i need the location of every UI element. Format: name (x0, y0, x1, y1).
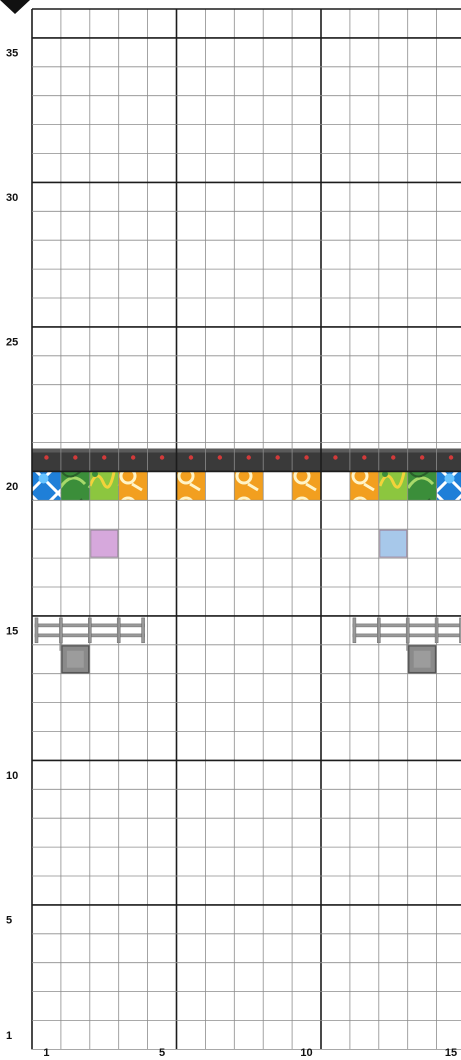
red-dot-icon (73, 455, 77, 459)
right-stone-block (409, 646, 436, 673)
dark-block (234, 449, 263, 472)
red-dot-icon (189, 455, 193, 459)
red-dot-icon (449, 455, 453, 459)
red-dot-icon (44, 455, 48, 459)
y-axis-label: 30 (6, 192, 18, 204)
orange-pattern-block (177, 471, 206, 500)
dark-block (205, 449, 234, 472)
orange-pattern-block (234, 471, 263, 500)
dark-block-top (148, 449, 177, 453)
dark-block (408, 449, 437, 472)
x-axis-label: 5 (159, 1047, 165, 1059)
dark-block (350, 449, 379, 472)
x-axis-label: 15 (445, 1047, 457, 1059)
y-axis-label: 35 (6, 47, 18, 59)
red-dot-icon (160, 455, 164, 459)
x-axis-label: 10 (300, 1047, 312, 1059)
dark-block (437, 449, 461, 472)
red-dot-icon (420, 455, 424, 459)
fence-post (35, 618, 38, 643)
dark-block-top (90, 449, 119, 453)
y-axis-label: 25 (6, 336, 18, 348)
y-axis-label: 1 (6, 1030, 12, 1042)
dark-block (90, 449, 119, 472)
dark-block-top (32, 449, 61, 453)
red-dot-icon (218, 455, 222, 459)
red-dot-icon (131, 455, 135, 459)
green-pattern-block (61, 471, 90, 500)
dark-block-top (205, 449, 234, 453)
dark-block (292, 449, 321, 472)
stone-center (414, 651, 431, 668)
blue-pattern-block (437, 471, 461, 500)
dark-block (177, 449, 206, 472)
dark-block-top (119, 449, 148, 453)
dark-block-top (177, 449, 206, 453)
dark-block-top (263, 449, 292, 453)
y-axis-label: 10 (6, 770, 18, 782)
orange-pattern-block (292, 471, 321, 500)
dark-block-top (408, 449, 437, 453)
dark-block-top (321, 449, 350, 453)
dark-block-top (61, 449, 90, 453)
dark-block (379, 449, 408, 472)
dark-block-top (350, 449, 379, 453)
stone-center (67, 651, 84, 668)
orange-pattern-block (119, 471, 148, 500)
x-axis-label: 1 (43, 1047, 49, 1059)
right-fence (353, 618, 461, 651)
dark-block (321, 449, 350, 472)
red-dot-icon (391, 455, 395, 459)
red-dot-icon (362, 455, 366, 459)
dark-block (119, 449, 148, 472)
dark-block-top (437, 449, 461, 453)
dark-block (61, 449, 90, 472)
blue-tile (380, 530, 407, 557)
lime-yellow-block (379, 471, 408, 500)
orange-pattern-block (350, 471, 379, 500)
purple-tile (91, 530, 118, 557)
dark-block (148, 449, 177, 472)
red-dot-icon (247, 455, 251, 459)
grid-lines (32, 9, 461, 1049)
left-stone-block (62, 646, 89, 673)
dark-block (263, 449, 292, 472)
y-axis-label: 20 (6, 481, 18, 493)
diamond-marker-icon (0, 0, 30, 14)
y-axis-label: 15 (6, 625, 18, 637)
dark-block (32, 449, 61, 472)
green-pattern-block (408, 471, 437, 500)
red-dot-icon (333, 455, 337, 459)
blue-pattern-block (32, 471, 61, 500)
red-dot-icon (275, 455, 279, 459)
fence-post (142, 618, 145, 643)
fence-post (353, 618, 356, 643)
dark-block-top (234, 449, 263, 453)
dark-block-top (292, 449, 321, 453)
red-dot-icon (102, 455, 106, 459)
dark-block-top (379, 449, 408, 453)
block-layer (32, 449, 461, 673)
lime-yellow-block (90, 471, 119, 500)
y-axis-label: 5 (6, 914, 12, 926)
red-dot-icon (304, 455, 308, 459)
